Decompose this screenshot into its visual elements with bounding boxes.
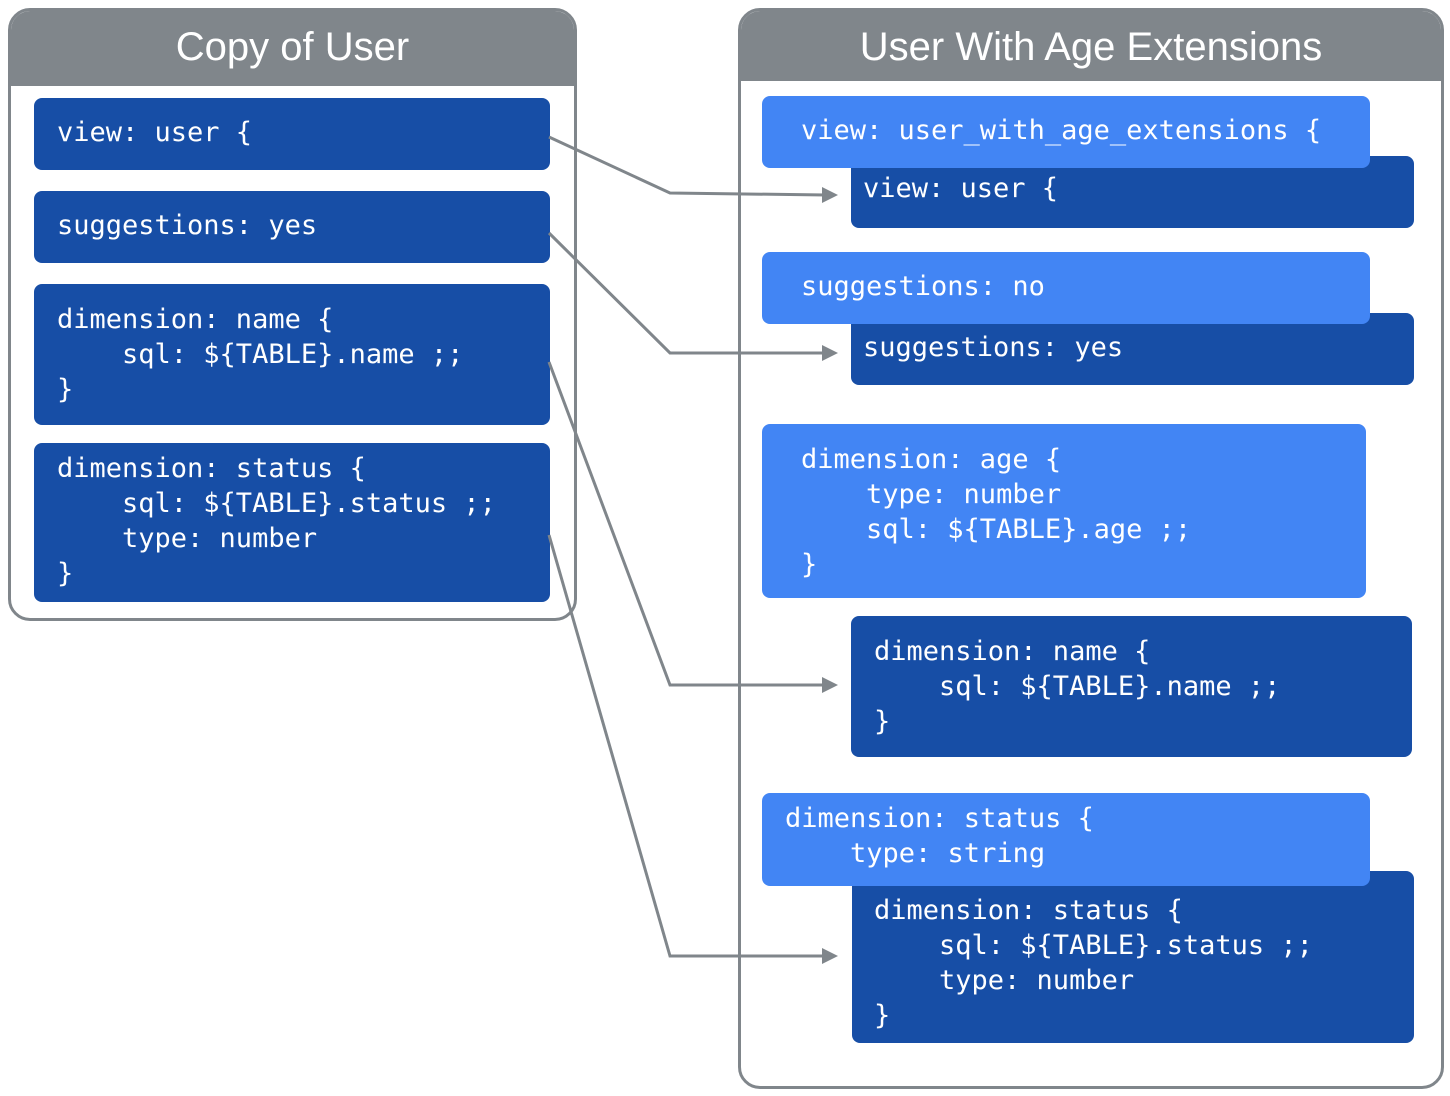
right-copied-dimension-name: dimension: name { sql: ${TABLE}.name ;; … [851,616,1412,757]
arrowhead-icon [822,677,838,693]
right-copied-view: view: user { [851,156,1414,228]
right-extension-dimension-age: dimension: age { type: number sql: ${TAB… [762,424,1366,598]
arrow-view [548,135,827,197]
arrowhead-icon [822,345,838,361]
arrowhead-icon [822,948,838,964]
left-block-view: view: user { [34,98,550,170]
arrowhead-icon [822,187,838,203]
left-panel-title: Copy of User [11,11,574,86]
arrow-dimension-name [547,361,826,687]
right-panel-title: User With Age Extensions [741,11,1441,81]
left-block-dimension-name: dimension: name { sql: ${TABLE}.name ;; … [34,284,550,425]
right-copied-suggestions: suggestions: yes [851,313,1414,385]
left-block-suggestions: suggestions: yes [34,191,550,263]
right-extension-view: view: user_with_age_extensions { [762,96,1370,168]
right-copied-dimension-status: dimension: status { sql: ${TABLE}.status… [852,871,1414,1043]
arrow-suggestions [547,231,826,355]
left-block-dimension-status: dimension: status { sql: ${TABLE}.status… [34,443,550,602]
right-extension-suggestions: suggestions: no [762,252,1370,324]
right-extension-dimension-status: dimension: status { type: string [762,793,1370,886]
arrow-dimension-status [547,534,826,958]
